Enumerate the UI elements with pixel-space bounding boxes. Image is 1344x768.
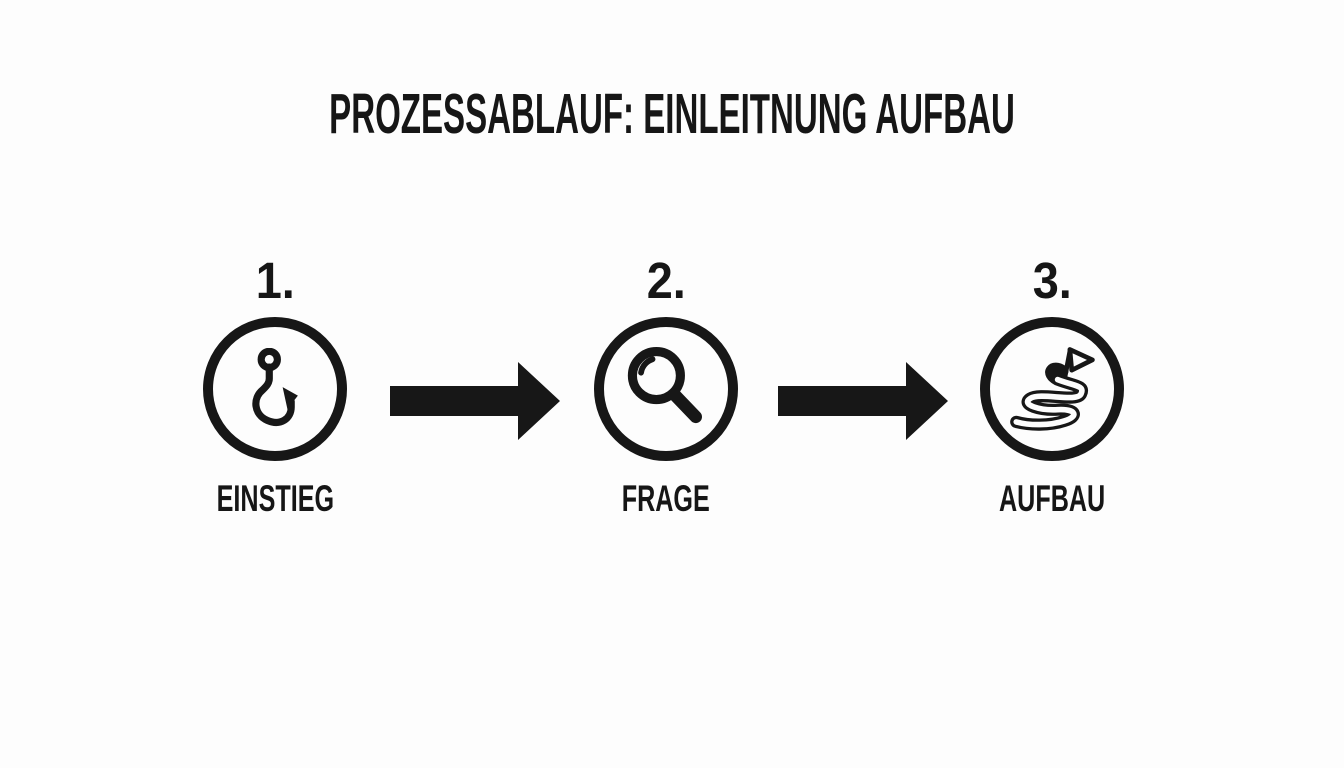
step-circle — [594, 317, 738, 461]
step-number: 2. — [646, 252, 686, 309]
step-circle — [203, 317, 347, 461]
arrow-right-icon — [778, 362, 948, 440]
step-label: EINSTIEG — [216, 478, 334, 519]
diagram-title: PROZESSABLAUF: EINLEITNUNG AUFBAU — [329, 82, 1015, 146]
step-circle — [980, 317, 1124, 461]
arrow-right-icon — [390, 362, 560, 440]
fishing-hook-icon — [252, 348, 298, 426]
process-step-2: 2. FRAGE — [546, 255, 786, 517]
step-number: 3. — [1032, 252, 1072, 309]
step-label: AUFBAU — [998, 478, 1106, 519]
winding-path-flag-icon — [1010, 347, 1095, 431]
process-step-1: 1. EINSTIEG — [155, 255, 395, 517]
process-step-3: 3. AUFBAU — [932, 255, 1172, 517]
step-number: 1. — [255, 252, 295, 309]
magnifying-glass-icon — [627, 347, 702, 424]
step-label: FRAGE — [621, 478, 711, 519]
